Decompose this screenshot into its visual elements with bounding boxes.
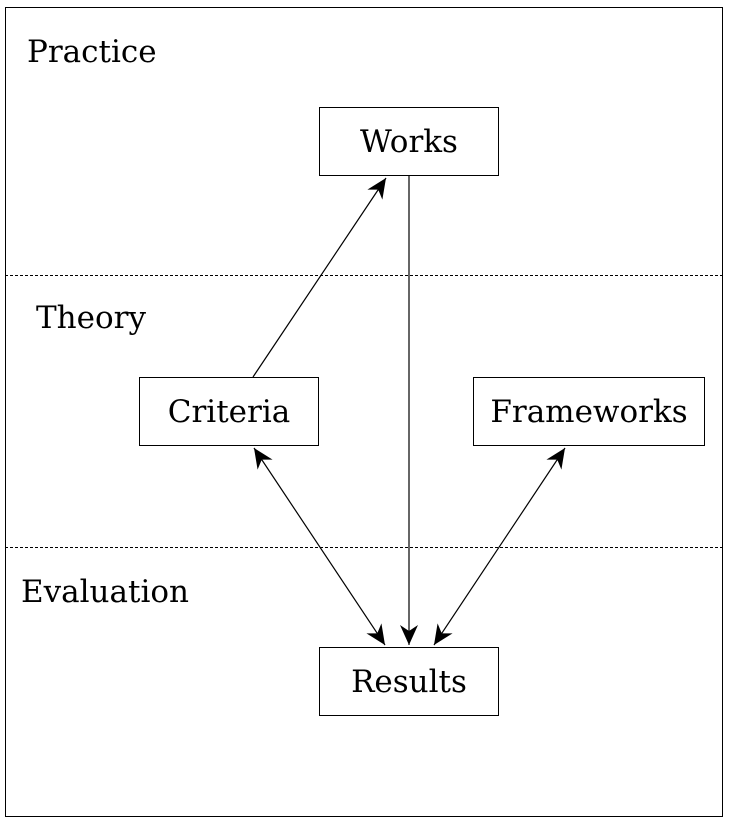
- diagram-frame: [5, 7, 723, 817]
- layer-label-evaluation: Evaluation: [21, 574, 189, 610]
- node-frameworks: Frameworks: [473, 377, 705, 446]
- node-results-label: Results: [351, 663, 467, 700]
- node-results: Results: [319, 647, 499, 716]
- layer-label-practice: Practice: [27, 34, 157, 70]
- node-criteria-label: Criteria: [167, 393, 291, 430]
- node-criteria: Criteria: [139, 377, 319, 446]
- edge-criteria-to-works: [252, 177, 387, 378]
- layer-label-theory: Theory: [36, 300, 146, 336]
- node-frameworks-label: Frameworks: [490, 393, 688, 430]
- node-works-label: Works: [360, 123, 458, 160]
- edge-criteria-results: [253, 447, 386, 646]
- practice-theory-divider: [5, 275, 723, 276]
- node-works: Works: [319, 107, 499, 176]
- edge-frameworks-results: [433, 447, 566, 646]
